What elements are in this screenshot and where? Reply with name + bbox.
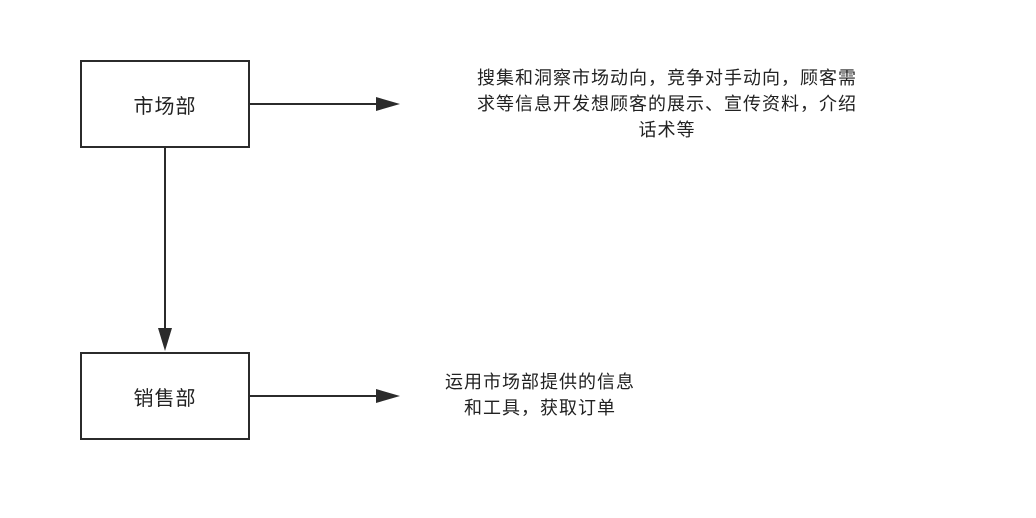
market-description-line: 话术等: [638, 120, 696, 141]
arrowhead-sales-to-desc: [376, 389, 400, 403]
node-market-label: 市场部: [133, 93, 197, 118]
node-market-department: 市场部: [80, 60, 250, 148]
arrowhead-market-to-sales: [158, 328, 172, 351]
node-sales-department: 销售部: [80, 352, 250, 440]
market-description-line: 求等信息开发想顾客的展示、宣传资料，介绍: [477, 94, 857, 115]
market-description-line: 搜集和洞察市场动向，竞争对手动向，顾客需: [477, 68, 857, 89]
sales-description-line: 和工具，获取订单: [464, 398, 616, 419]
node-sales-label: 销售部: [133, 385, 197, 410]
arrowhead-market-to-desc: [376, 97, 400, 111]
sales-description-line: 运用市场部提供的信息: [445, 372, 635, 393]
market-description: 搜集和洞察市场动向，竞争对手动向，顾客需 求等信息开发想顾客的展示、宣传资料，介…: [404, 66, 930, 144]
sales-description: 运用市场部提供的信息 和工具，获取订单: [404, 370, 676, 422]
